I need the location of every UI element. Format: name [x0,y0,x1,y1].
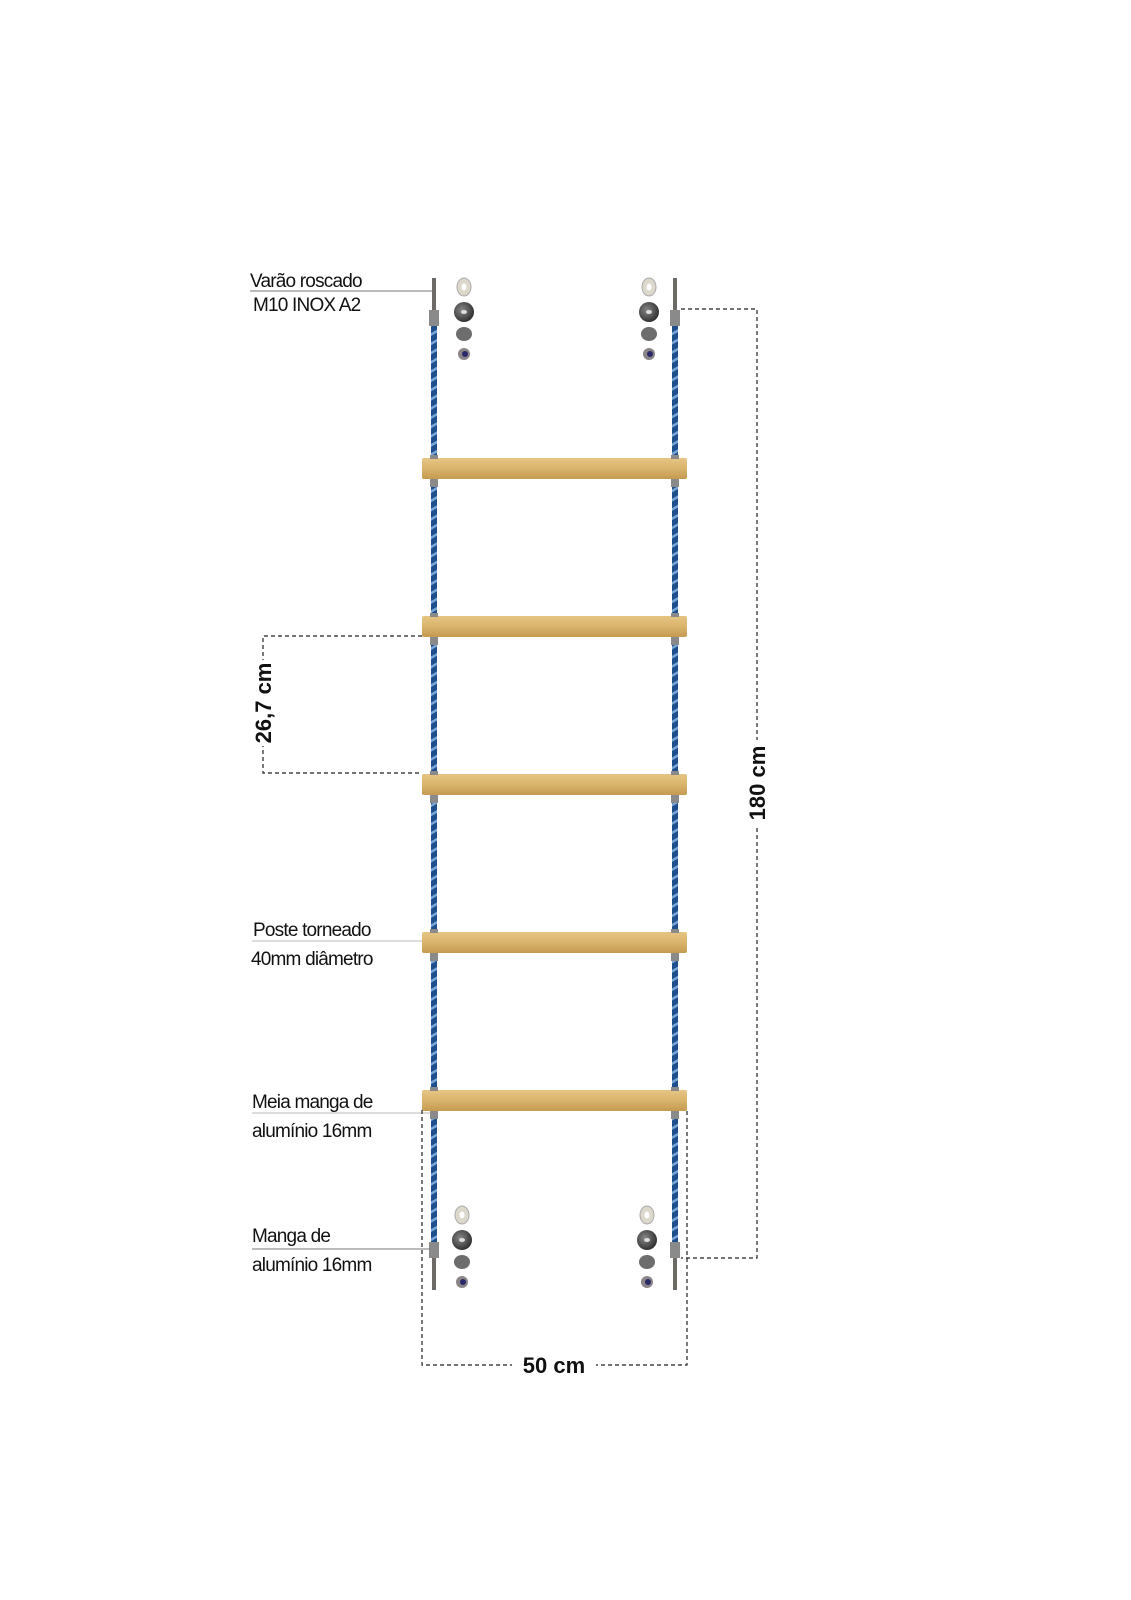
label-sleeve-1: Manga de [252,1226,330,1247]
half-sleeve-bottom [430,953,438,961]
label-turned-post-1: Poste torneado [253,920,371,941]
cap-nut-icon [454,1255,470,1269]
half-sleeve-bottom [430,795,438,803]
rung [422,1087,687,1119]
dimension-total-height: 180 cm [745,746,770,821]
wooden-rung [422,616,687,637]
fastener-set [639,277,659,360]
label-turned-post-2: 40mm diâmetro [251,949,373,970]
right-top-sleeve [670,310,680,326]
half-sleeve-top [671,613,679,617]
left-bottom-sleeve [429,1242,439,1258]
dimension-line-rung-spacing [262,635,422,774]
half-sleeve-bottom [671,795,679,803]
half-sleeve-top [671,771,679,775]
half-sleeve-bottom [671,637,679,645]
label-threaded-rod-1: Varão roscado [250,271,362,292]
label-half-sleeve-1: Meia manga de [252,1092,373,1113]
rung [422,613,687,645]
half-sleeve-top [671,929,679,933]
left-rod-bottom [432,1256,436,1290]
half-sleeve-bottom [671,953,679,961]
fastener-set [637,1205,657,1288]
rung [422,929,687,961]
rung [422,455,687,487]
fastener-set [452,1205,472,1288]
cap-nut-icon [456,327,472,341]
right-rod-top [673,278,677,314]
cap-nut-icon [639,1255,655,1269]
label-threaded-rod-2: M10 INOX A2 [253,295,361,316]
half-sleeve-top [430,929,438,933]
half-sleeve-top [671,1087,679,1091]
rung [422,771,687,803]
dimension-line-height [681,308,758,1259]
half-sleeve-top [430,1087,438,1091]
wooden-rung [422,932,687,953]
half-sleeve-top [671,455,679,459]
half-sleeve-bottom [430,637,438,645]
dimension-width: 50 cm [523,1353,585,1378]
right-bottom-sleeve [670,1242,680,1258]
half-sleeve-top [430,771,438,775]
half-sleeve-top [430,613,438,617]
half-sleeve-bottom [430,1111,438,1119]
half-sleeve-bottom [671,1111,679,1119]
right-rod-bottom [673,1256,677,1290]
half-sleeve-top [430,455,438,459]
wooden-rung [422,1090,687,1111]
label-half-sleeve-2: alumínio 16mm [252,1121,371,1142]
left-rod-top [432,278,436,314]
half-sleeve-bottom [671,479,679,487]
cap-nut-icon [641,327,657,341]
left-top-sleeve [429,310,439,326]
label-sleeve-2: alumínio 16mm [252,1255,371,1276]
half-sleeve-bottom [430,479,438,487]
wooden-rung [422,774,687,795]
fastener-set [454,277,474,360]
wooden-rung [422,458,687,479]
dimension-rung-spacing: 26,7 cm [251,663,276,744]
